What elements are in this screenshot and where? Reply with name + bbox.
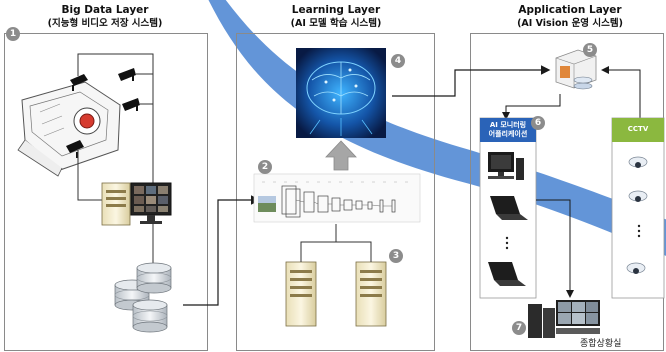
monitoring-to-control-room-arrow bbox=[536, 199, 574, 298]
dome-camera-icon bbox=[628, 156, 648, 168]
blue-flow-band bbox=[208, 0, 666, 256]
ai-brain-image bbox=[296, 48, 386, 138]
cctv-camera-icon bbox=[118, 68, 136, 81]
video-monitor-icon bbox=[130, 182, 172, 224]
big-data-panel bbox=[4, 33, 208, 351]
control-room-illustration bbox=[528, 300, 600, 338]
camera-sketch-illustration bbox=[17, 81, 121, 177]
big-data-title: Big Data Layer bbox=[61, 4, 149, 16]
cctv-to-server-arrow bbox=[601, 66, 641, 120]
server-to-monitoring-arrow bbox=[502, 94, 561, 120]
cctv-camera-icon bbox=[66, 140, 84, 158]
control-room-label: 종합상황실 bbox=[580, 339, 622, 349]
application-layer-title: Application Layer (AI Vision 운영 시스템) bbox=[500, 4, 640, 30]
training-up-arrow bbox=[325, 140, 357, 171]
application-server-icon bbox=[555, 49, 597, 90]
vertical-ellipsis-icon bbox=[505, 236, 509, 250]
big-data-layer-title: Big Data Layer (지능형 비디오 저장 시스템) bbox=[30, 4, 180, 30]
cnn-architecture-diagram bbox=[253, 173, 421, 223]
laptop-icon bbox=[490, 196, 528, 220]
step-badge-5: 5 bbox=[583, 43, 597, 57]
cctv-camera-icon bbox=[122, 98, 140, 111]
step-badge-7: 7 bbox=[512, 321, 526, 335]
learning-subtitle: (AI 모델 학습 시스템) bbox=[290, 18, 382, 29]
step-badge-2: 2 bbox=[258, 160, 272, 174]
cctv-header bbox=[612, 118, 664, 142]
desktop-pc-icon bbox=[488, 152, 524, 180]
step-badge-1: 1 bbox=[6, 27, 20, 41]
gpu-server-icon bbox=[355, 261, 387, 327]
nvr-server-icon bbox=[101, 182, 131, 226]
learning-to-application-arrow bbox=[392, 65, 551, 97]
application-subtitle: (AI Vision 운영 시스템) bbox=[517, 18, 623, 29]
step-badge-6: 6 bbox=[531, 116, 545, 130]
cctv-label: CCTV bbox=[627, 125, 649, 133]
step-badge-4: 4 bbox=[391, 54, 405, 68]
learning-layer-title: Learning Layer (AI 모델 학습 시스템) bbox=[266, 4, 406, 30]
dome-camera-icon bbox=[626, 262, 646, 274]
monitoring-app-label: AI 모니터링 어플리케이션 bbox=[488, 121, 528, 138]
application-title: Application Layer bbox=[518, 4, 622, 16]
cctv-camera-icon bbox=[70, 74, 88, 91]
storage-disk-stack-icon bbox=[114, 262, 172, 333]
storage-to-learning-arrow bbox=[183, 195, 261, 306]
gpu-server-icon bbox=[285, 261, 317, 327]
laptop-icon bbox=[488, 262, 526, 286]
step-badge-3: 3 bbox=[389, 249, 403, 263]
big-data-subtitle: (지능형 비디오 저장 시스템) bbox=[47, 18, 163, 29]
learning-title: Learning Layer bbox=[291, 4, 381, 16]
monitoring-app-header bbox=[480, 118, 536, 142]
gpu-server-connection-line bbox=[300, 224, 372, 262]
dome-camera-icon bbox=[628, 190, 648, 202]
vertical-ellipsis-icon bbox=[637, 224, 641, 238]
learning-panel bbox=[236, 33, 435, 351]
